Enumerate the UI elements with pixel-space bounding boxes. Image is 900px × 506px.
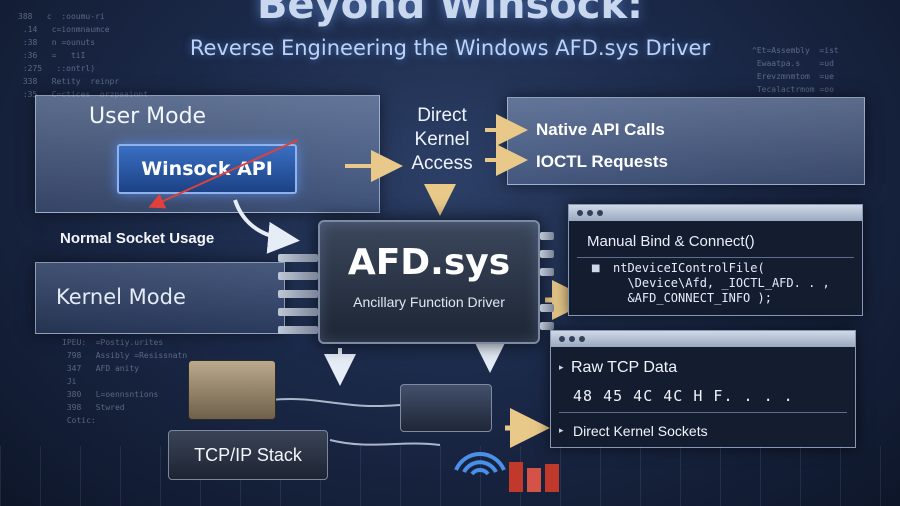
raw-tcp-title: Raw TCP Data: [571, 359, 678, 376]
winsock-api-button[interactable]: Winsock API: [117, 144, 297, 194]
background-code-left: 388 c :ooumu-ri .14 c=ionmnaumce :38 n =…: [18, 12, 148, 99]
chip-pin: [540, 268, 554, 276]
code-line: &AFD_CONNECT_INFO );: [613, 291, 772, 305]
direct-kernel-access-label: Direct Kernel Access: [402, 104, 482, 176]
background-code-kernel: IPEU: =Postiy.urites 798 Assibly =Resiss…: [62, 338, 188, 425]
window-titlebar: [551, 331, 855, 347]
api-calls-panel: Native API Calls IOCTL Requests: [507, 97, 865, 185]
chip-pin: [540, 232, 554, 240]
page-title: Beyond Winsock:: [256, 0, 644, 28]
chip-icon: [509, 462, 559, 492]
checkbox-icon: ■: [591, 263, 601, 274]
chip-pin: [278, 272, 318, 280]
direct-access-line3: Access: [411, 153, 473, 174]
user-mode-label: User Mode: [89, 104, 207, 129]
window-dot-icon[interactable]: [577, 210, 583, 216]
chip-pin: [278, 308, 318, 316]
wifi-icon: [454, 452, 506, 476]
raw-tcp-window: ▸ Raw TCP Data 48 45 4C 4C H F. . . . ▸ …: [550, 330, 856, 448]
window-dot-icon[interactable]: [569, 336, 575, 342]
page-subtitle: Reverse Engineering the Windows AFD.sys …: [189, 36, 711, 60]
window-dot-icon[interactable]: [579, 336, 585, 342]
direct-access-line2: Kernel: [414, 129, 470, 150]
direct-access-line1: Direct: [417, 105, 467, 126]
manual-bind-window: Manual Bind & Connect() ■ ntDeviceIContr…: [568, 204, 863, 316]
floor-grid: [0, 446, 900, 506]
chip-pin: [540, 250, 554, 258]
chip-pin: [278, 326, 318, 334]
network-device: [188, 360, 276, 420]
direct-kernel-sockets-label: Direct Kernel Sockets: [573, 423, 708, 439]
bind-window-title: Manual Bind & Connect(): [587, 233, 755, 250]
raw-hex-data: 48 45 4C 4C H F. . . .: [573, 387, 794, 405]
window-dot-icon[interactable]: [587, 210, 593, 216]
background-code-right: ^Et=Assembly =ist Ewaatpa.s =ud Erevzmnm…: [752, 46, 839, 94]
chip-title: AFD.sys: [347, 242, 511, 283]
network-card: [400, 384, 492, 432]
chevron-right-icon: ▸: [559, 363, 564, 373]
window-dot-icon[interactable]: [597, 210, 603, 216]
chip-pin: [278, 290, 318, 298]
window-titlebar: [569, 205, 862, 221]
chip-pin: [278, 254, 318, 262]
tcpip-stack-box: TCP/IP Stack: [168, 430, 328, 480]
code-line: \Device\Afd, _IOCTL_AFD. . ,: [613, 276, 830, 290]
kernel-mode-label: Kernel Mode: [56, 285, 186, 309]
ioctl-requests-item[interactable]: IOCTL Requests: [536, 152, 668, 171]
chip-pin: [540, 322, 554, 330]
code-line: ntDeviceIControlFile(: [613, 261, 765, 275]
chip-subtitle: Ancillary Function Driver: [353, 294, 505, 310]
chip-pin: [540, 304, 554, 312]
window-dot-icon[interactable]: [559, 336, 565, 342]
afd-sys-chip[interactable]: AFD.sys Ancillary Function Driver: [318, 220, 540, 344]
kernel-mode-panel: Kernel Mode: [35, 262, 285, 334]
chevron-right-icon: ▸: [559, 426, 564, 436]
native-api-calls-item[interactable]: Native API Calls: [536, 120, 665, 139]
normal-socket-usage-label: Normal Socket Usage: [60, 230, 215, 247]
